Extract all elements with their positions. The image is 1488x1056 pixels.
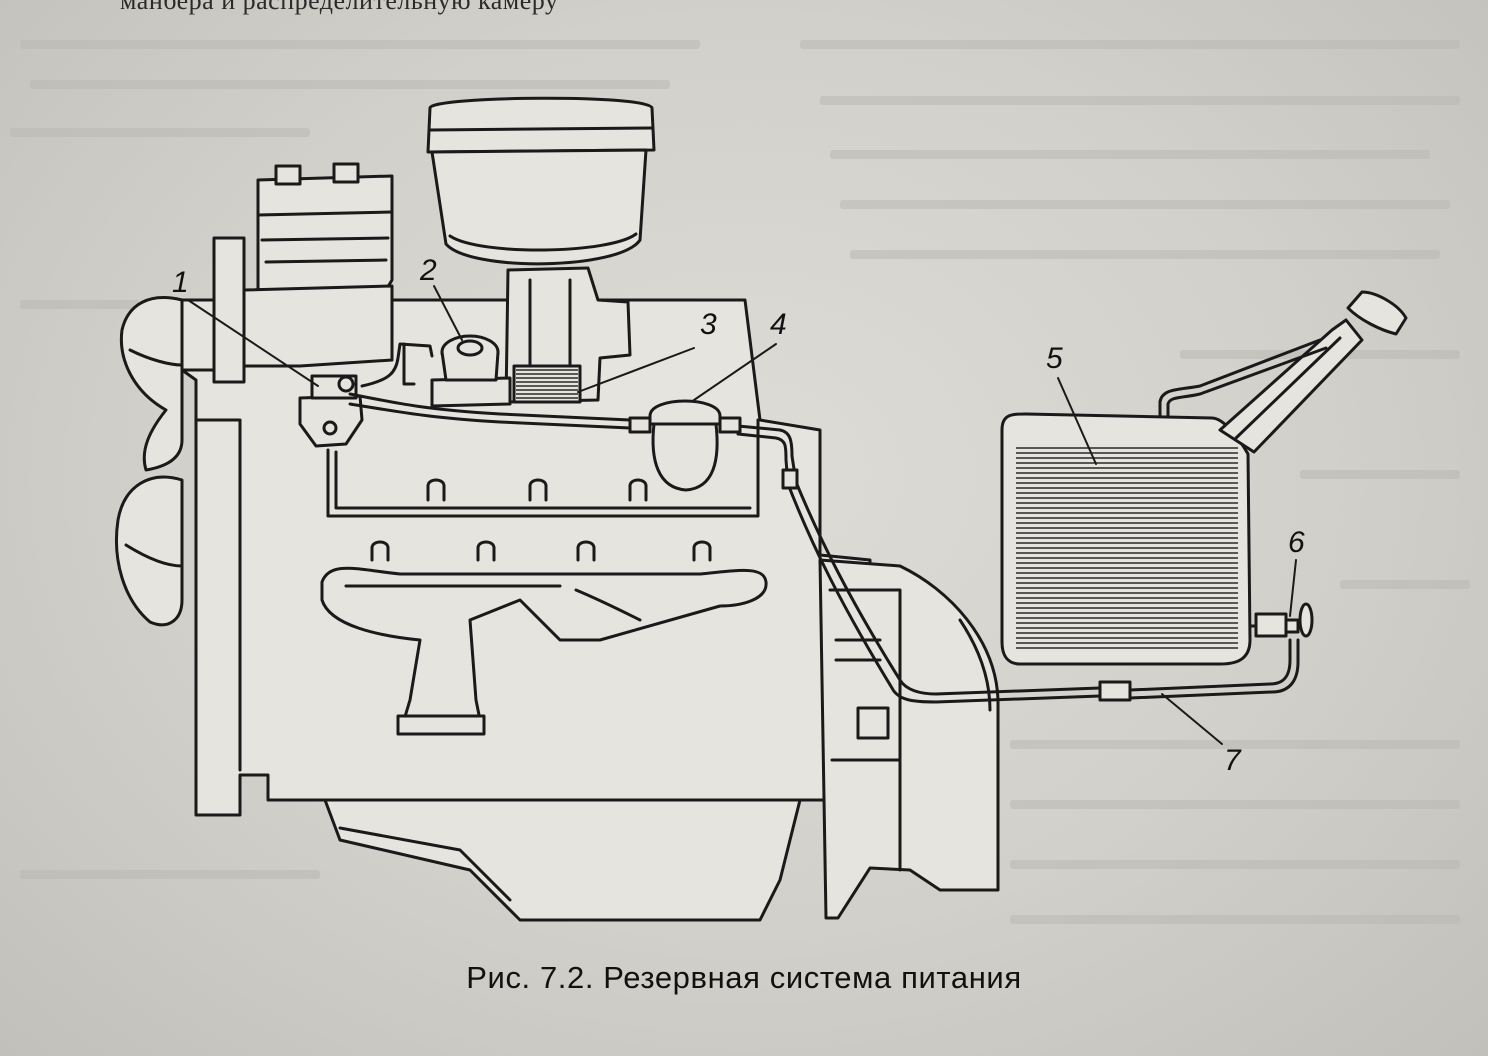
clutch-housing [818, 558, 1000, 920]
air-compressor [242, 162, 394, 368]
fuel-tap-6 [1248, 602, 1314, 638]
reserve-fuel-tank-5 [1000, 290, 1408, 666]
fuel-line-main [348, 392, 632, 422]
figure-caption: Рис. 7.2. Резервная система питания [466, 960, 1022, 995]
fan-blade-upper [119, 296, 184, 472]
callout-1: 1 [172, 266, 189, 299]
leader-lines [187, 285, 1297, 745]
fuel-pump-1 [298, 374, 364, 448]
callout-7: 7 [1224, 744, 1242, 777]
fan-blade-lower [114, 475, 184, 627]
cooling-fan [114, 296, 184, 627]
fine-filter-3 [512, 364, 582, 404]
fuel-pump-2 [430, 334, 512, 408]
callout-2: 2 [419, 254, 437, 287]
callouts: 1 2 3 4 5 6 7 [172, 254, 1305, 777]
oil-pan [323, 798, 802, 922]
fuel-filter-4 [628, 399, 742, 492]
bell-housing-body [818, 558, 1000, 920]
tank-filler-cap [1346, 290, 1408, 336]
fuel-lines [348, 342, 1300, 704]
callout-5: 5 [1046, 342, 1063, 375]
exhaust-manifold [320, 540, 768, 736]
callout-3: 3 [700, 308, 717, 341]
tank-body [1000, 412, 1252, 666]
engine-front-plate [212, 236, 246, 384]
callout-4: 4 [770, 308, 787, 341]
air-filter-lid [426, 96, 656, 154]
compressor-base [242, 284, 394, 368]
air-filter-bowl [430, 148, 648, 266]
top-text-fragment: манбера и распределительную камеру [120, 0, 559, 15]
intake-manifold [326, 418, 760, 518]
exhaust-manifold-body [320, 566, 768, 722]
callout-6: 6 [1288, 526, 1305, 559]
fuel-line-to-tank [736, 424, 1102, 696]
